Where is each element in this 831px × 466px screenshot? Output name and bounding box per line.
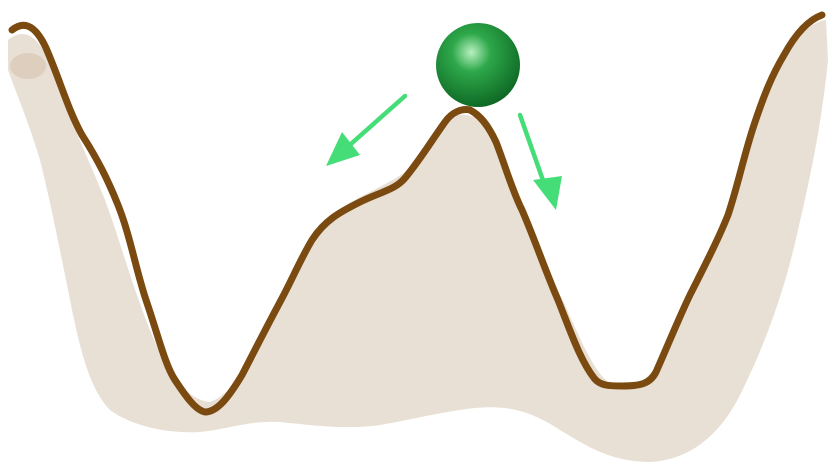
terrain-shadow-blob bbox=[10, 53, 46, 79]
arrow-down-left-icon bbox=[326, 96, 405, 166]
ball-icon bbox=[436, 23, 520, 107]
arrow-down-right-icon bbox=[520, 115, 562, 210]
